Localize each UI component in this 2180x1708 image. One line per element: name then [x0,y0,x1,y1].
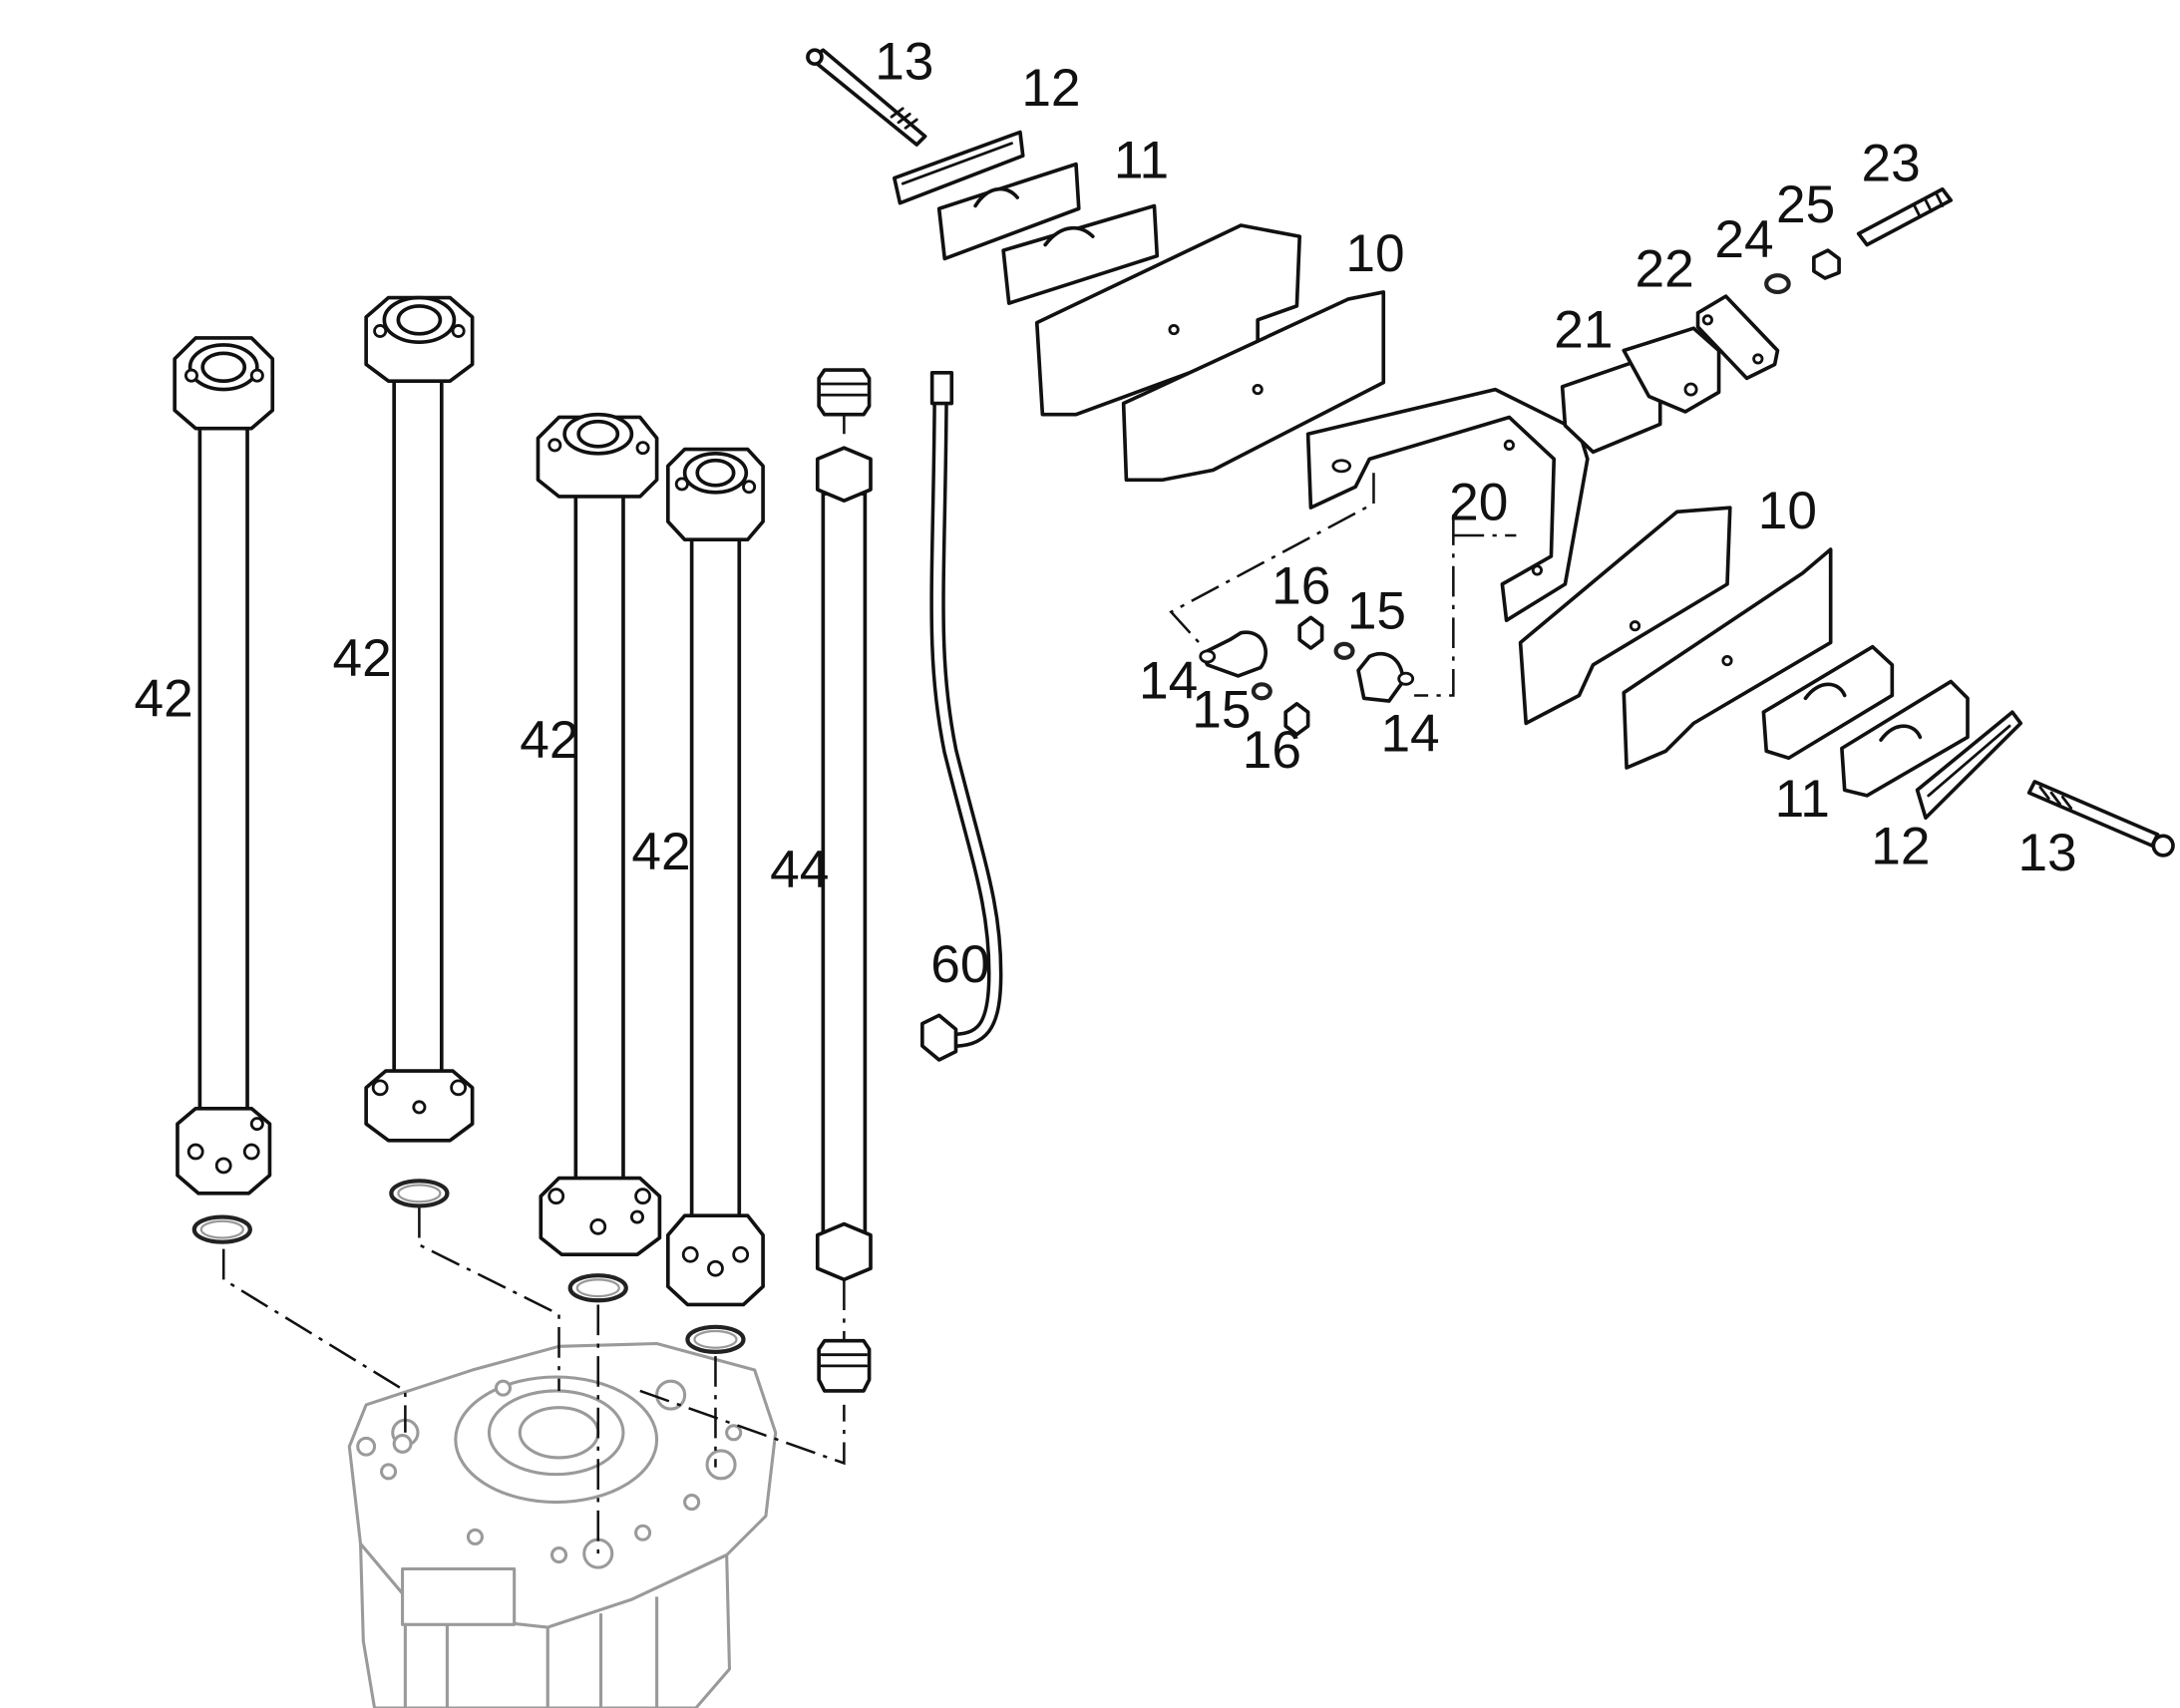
small-nut-25 [1812,248,1841,280]
pipe-42-d [665,447,765,1354]
upper-cover-plate-12 [892,130,1025,205]
callout-nut-left: 16 [1243,721,1301,780]
callout-bolt-upper: 13 [875,33,933,92]
callout-clamp-small: 21 [1554,301,1613,360]
p-clamp-right-14 [1356,651,1415,703]
nut-left-16 [1283,702,1310,737]
callout-clamp-half-lower: 11 [1775,770,1830,829]
lower-cover-plate-12 [1915,710,2023,821]
upper-clamp-halves-11 [936,162,1160,305]
lower-bracket-10 [1518,506,1833,770]
pipe-42-a [173,336,275,1244]
hose-60 [920,371,1003,1062]
small-washer-24 [1764,273,1791,295]
callout-p-clamp-left: 14 [1139,651,1198,710]
callout-bracket-main: 20 [1449,474,1508,532]
pipe-44 [815,368,873,1393]
small-plate-22 [1695,294,1780,381]
callout-cover-plate-lower: 12 [1871,817,1930,875]
assembly-centerlines [221,403,1517,1554]
upper-bolt-13 [806,48,927,147]
callout-pipe-b: 42 [333,629,392,688]
callout-bracket-upper: 10 [1345,224,1404,283]
callout-pipe-a: 42 [135,670,193,729]
callout-bolt-lower: 13 [2017,824,2076,882]
p-clamp-left-14 [1199,630,1268,678]
callout-pipe-e: 44 [770,841,829,899]
callout-nut-right: 16 [1272,557,1330,616]
callout-p-clamp-right: 14 [1380,704,1439,763]
callout-washer-small: 24 [1714,210,1773,269]
small-bolt-23 [1856,186,1954,247]
nut-right-16 [1297,615,1324,650]
callout-bolt-small: 23 [1862,134,1921,192]
base-housing-ghost [347,1341,778,1708]
small-clamp-21 [1560,326,1721,455]
callout-pipe-c: 42 [520,711,578,770]
upper-bracket-10 [1034,223,1386,483]
washer-right-15 [1333,641,1355,660]
lower-clamp-halves-11 [1761,644,1970,798]
callout-clamp-half-upper: 11 [1114,132,1169,190]
callout-hose: 60 [930,935,989,994]
callout-pipe-d: 42 [631,823,690,881]
callout-labels: 42 42 42 42 44 60 10 10 11 11 12 12 13 1… [135,33,2077,994]
callout-washer-left: 15 [1192,681,1251,740]
callout-plate-small: 22 [1635,239,1693,298]
lower-bolt-13 [2026,780,2175,857]
callout-cover-plate-upper: 12 [1021,59,1080,118]
callout-bracket-lower: 10 [1758,482,1817,540]
callout-nut-small: 25 [1776,175,1835,234]
pipe-42-c [536,412,662,1303]
pipe-42-b [364,295,475,1208]
washer-left-15 [1251,682,1272,701]
callout-washer-right: 15 [1347,582,1406,641]
